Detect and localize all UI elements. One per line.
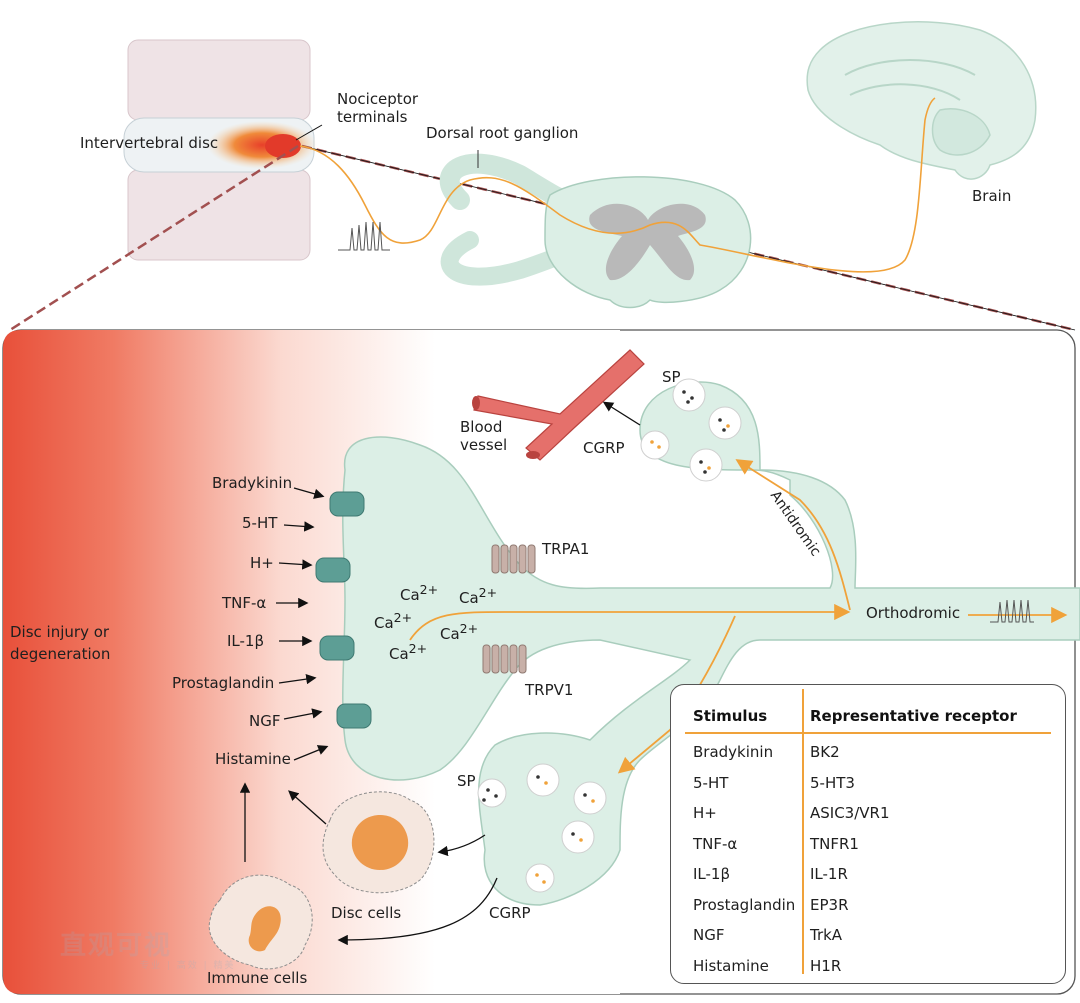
ca-charge-4: 2+ <box>459 621 479 636</box>
ca-charge-3: 2+ <box>393 610 413 625</box>
vesicle-dots-top <box>650 390 730 474</box>
table-row-receptor: 5-HT3 <box>810 773 855 792</box>
table-row-stimulus: H+ <box>693 804 717 822</box>
nerve-path <box>299 97 936 273</box>
ion-channel-4 <box>336 703 372 729</box>
table-row-stimulus: Histamine <box>693 956 769 975</box>
stimulus-h: H+ <box>250 554 274 572</box>
stimulus-histamine: Histamine <box>215 750 291 768</box>
spike-train-top <box>338 221 390 251</box>
stimulus-5ht: 5-HT <box>242 514 278 532</box>
ca-ion-4: Ca2+ <box>440 621 479 643</box>
vesicle-dots-bottom <box>482 775 595 884</box>
stimulus-arrows <box>276 487 329 761</box>
antidromic-arrow-top <box>735 459 851 611</box>
table-row-stimulus: IL-1β <box>693 865 731 883</box>
table-row-receptor: H1R <box>810 956 842 975</box>
intervertebral-disc-shape <box>123 117 317 173</box>
table-divider-vertical <box>802 689 804 974</box>
spinal-cord <box>439 153 752 309</box>
cgrp-to-immune-arrow <box>337 877 498 946</box>
table-row-receptor: EP3R <box>810 895 849 914</box>
ca-ion-3: Ca2+ <box>374 610 413 632</box>
vertebra-upper <box>127 39 311 121</box>
table-row-receptor: BK2 <box>810 743 840 761</box>
table-row-stimulus: TNF-α <box>693 834 738 853</box>
disc-to-histamine-arrow <box>288 790 327 825</box>
label-intervertebral-disc: Intervertebral disc <box>80 134 219 152</box>
label-brain: Brain <box>972 187 1012 205</box>
ca-charge-5: 2+ <box>408 641 428 656</box>
label-disc-cells: Disc cells <box>331 904 402 922</box>
ca-ion-2: Ca2+ <box>459 585 498 607</box>
stimulus-tnf: TNF-α <box>222 594 267 612</box>
label-blood-vessel: Blood vessel <box>460 418 508 454</box>
immune-cell-shape <box>208 874 313 970</box>
zoom-guide-left <box>9 144 299 332</box>
brain-shape <box>806 21 1037 180</box>
label-sp-bottom: SP <box>457 772 476 790</box>
trpa1-channel <box>491 544 536 574</box>
orthodromic-arrow <box>409 603 851 641</box>
spike-train-bottom <box>990 599 1034 623</box>
table-header-receptor: Representative receptor <box>810 707 1017 725</box>
label-trpa1: TRPA1 <box>542 540 590 558</box>
table-row-receptor: ASIC3/VR1 <box>810 804 890 822</box>
table-row-receptor: TNFR1 <box>810 834 859 853</box>
vertebra-lower <box>127 169 311 261</box>
label-cgrp-bottom: CGRP <box>489 904 531 922</box>
watermark: 直观可视 <box>60 931 173 961</box>
label-immune-cells: Immune cells <box>207 969 308 987</box>
ca-ion-1: Ca2+ <box>400 582 439 604</box>
label-cgrp-top: CGRP <box>583 439 625 457</box>
ca-charge-2: 2+ <box>478 585 498 600</box>
table-row-receptor: TrkA <box>810 926 843 944</box>
label-trpv1: TRPV1 <box>525 681 574 699</box>
table-row-stimulus: NGF <box>693 926 725 944</box>
sp-to-disc-arrow <box>437 834 486 857</box>
table-row-stimulus: 5-HT <box>693 773 729 792</box>
vesicles-top <box>640 378 742 482</box>
stimulus-ngf: NGF <box>249 712 281 730</box>
disc-cell-shape <box>322 791 435 894</box>
label-dorsal-root-ganglion: Dorsal root ganglion <box>426 124 579 142</box>
label-nociceptor-terminals: Nociceptor terminals <box>337 90 419 126</box>
ca-charge-1: 2+ <box>419 582 439 597</box>
cgrp-to-vessel-arrow <box>602 401 641 426</box>
table-header-stimulus: Stimulus <box>693 707 768 725</box>
label-orthodromic: Orthodromic <box>866 604 961 622</box>
watermark-sub: 专业 | 高效 | 精美 <box>140 961 236 971</box>
ion-channel-3 <box>319 635 355 661</box>
trpv1-channel <box>482 644 527 674</box>
stimulus-bradykinin: Bradykinin <box>212 474 293 492</box>
ca-ion-5: Ca2+ <box>389 641 428 663</box>
stimulus-il1b: IL-1β <box>227 632 265 650</box>
table-row-stimulus: Prostaglandin <box>693 895 796 914</box>
stimulus-prostaglandin: Prostaglandin <box>172 674 275 692</box>
ion-channel-1 <box>329 491 365 517</box>
table-row-stimulus: Bradykinin <box>693 743 774 761</box>
blood-vessel-shape <box>472 349 645 461</box>
table-divider-horizontal <box>685 732 1051 734</box>
table-row-receptor: IL-1R <box>810 865 848 883</box>
label-disc-injury: Disc injury or degeneration <box>10 623 111 663</box>
nociceptor-pointer <box>295 124 323 141</box>
label-sp-top: SP <box>662 368 681 386</box>
ion-channel-2 <box>315 557 351 583</box>
receptor-table: Stimulus Representative receptor Bradyki… <box>670 684 1066 984</box>
